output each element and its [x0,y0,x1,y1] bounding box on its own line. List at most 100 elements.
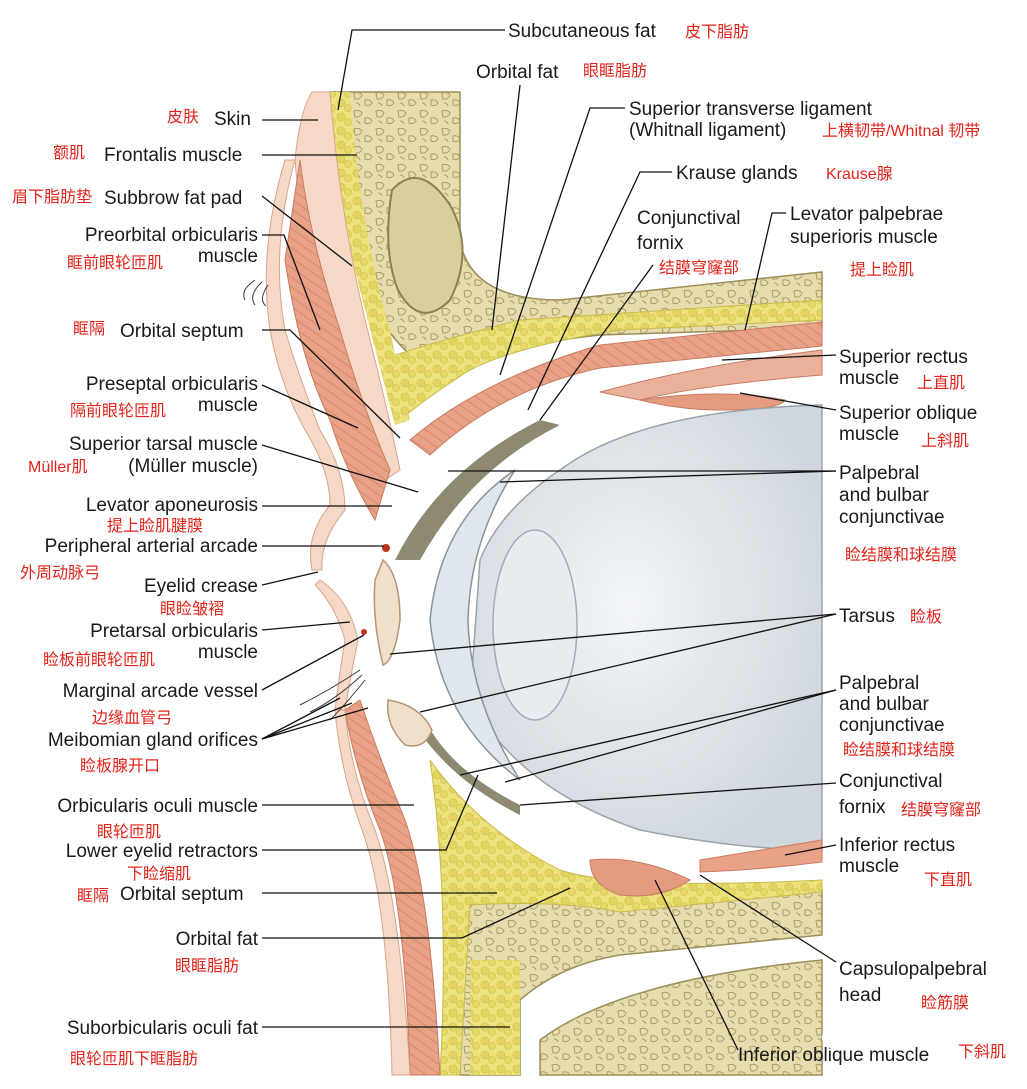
watermark-text: 良目医生小站 [847,1028,955,1048]
label-preseptal-zh: 隔前眼轮匝肌 [70,402,166,420]
label-conj-fornix-top-1: Conjunctival [637,208,741,229]
suborbicularis-fat [470,960,520,1075]
label-conj-fornix-top-zh: 结膜穹窿部 [659,259,739,277]
label-conj-fornix-bottom-1: Conjunctival [839,771,943,792]
label-whitnall-zh: 上横韧带/Whitnal 韧带 [822,122,980,140]
lower-tarsus-shape [386,699,433,747]
label-superior-tarsal-zh: Müller肌 [28,458,88,476]
label-capsulopalpebral-zh: 睑筋膜 [921,994,969,1012]
label-orbital-fat-bottom: Orbital fat [176,929,259,950]
labels-right: Subcutaneous fat 皮下脂肪 Orbital fat 眼眶脂肪 S… [476,21,1006,1066]
label-levator-aponeurosis: Levator aponeurosis [86,495,258,516]
label-inferior-rectus-2: muscle [839,856,899,877]
lens [492,529,578,721]
label-orbital-septum-top-zh: 眶隔 [73,320,105,338]
label-superior-tarsal-1: Superior tarsal muscle [69,434,258,455]
label-capsulopalpebral-1: Capsulopalpebral [839,959,987,980]
watermark: 良目医生小站 [822,1028,955,1048]
label-superior-oblique-2: muscle [839,424,899,445]
label-krause-zh: Krause腺 [826,165,893,183]
label-marginal-arcade: Marginal arcade vessel [63,681,258,702]
label-pretarsal-2: muscle [198,642,258,663]
labels-left: 皮肤 Skin 额肌 Frontalis muscle 眉下脂肪垫 Subbro… [12,108,259,1068]
label-suborbicularis: Suborbicularis oculi fat [67,1018,259,1039]
label-subcutaneous-fat-zh: 皮下脂肪 [685,23,749,41]
label-eyelid-crease-zh: 眼睑皱褶 [160,600,224,618]
label-pretarsal-1: Pretarsal orbicularis [90,621,258,642]
label-superior-rectus-zh: 上直肌 [917,374,965,392]
label-krause: Krause glands [676,163,797,184]
label-capsulopalpebral-2: head [839,985,881,1006]
label-superior-oblique-1: Superior oblique [839,403,977,424]
label-inferior-rectus-zh: 下直肌 [924,871,972,889]
label-frontalis-zh: 额肌 [53,144,85,162]
label-superior-rectus-2: muscle [839,368,899,389]
eyelashes [243,279,366,721]
inferior-oblique-shape [589,858,691,897]
label-inferior-oblique: Inferior oblique muscle [738,1045,929,1066]
label-palpebral-top-3: conjunctivae [839,507,945,528]
label-inferior-rectus-1: Inferior rectus [839,835,955,856]
label-palpebral-bottom-zh: 睑结膜和球结膜 [843,741,955,759]
label-levator-aponeurosis-zh: 提上睑肌腱膜 [107,517,203,535]
label-preseptal-2: muscle [198,395,258,416]
label-lower-retractors: Lower eyelid retractors [66,841,258,862]
upper-conjunctiva [395,420,560,560]
superior-oblique-shape [639,393,786,411]
subcutaneous-fat-strip [330,92,410,425]
label-palpebral-bottom-3: conjunctivae [839,715,945,736]
label-tarsus-zh: 睑板 [910,608,942,626]
peripheral-arcade-vessel [382,544,390,552]
label-palpebral-top-1: Palpebral [839,463,919,484]
label-meibomian: Meibomian gland orifices [48,730,258,751]
orbicularis-lower [344,699,441,1076]
levator-muscle-shape [409,321,823,456]
marginal-arcade-dot [361,629,367,635]
superior-rectus-shape [599,349,823,401]
label-orbital-fat-top-zh: 眼眶脂肪 [583,62,647,80]
label-tarsus: Tarsus [839,606,895,627]
label-eyelid-crease: Eyelid crease [144,576,258,597]
label-lower-retractors-zh: 下睑缩肌 [127,865,191,883]
label-inferior-oblique-zh: 下斜肌 [958,1043,1006,1061]
leader-lines [261,29,837,1051]
watermark-icon [822,1028,842,1048]
lower-lid-skin-outer [314,579,359,711]
lower-conjunctiva [415,720,520,815]
label-subbrow-zh: 眉下脂肪垫 [12,188,92,206]
label-levator-muscle-1: Levator palpebrae [790,204,943,225]
label-orbicularis-oculi-zh: 眼轮匝肌 [97,823,161,841]
label-subcutaneous-fat: Subcutaneous fat [508,21,657,42]
upper-orbital-fat [379,299,823,421]
label-orbital-fat-top: Orbital fat [476,62,559,83]
label-peripheral-arcade-zh: 外周动脉弓 [20,564,100,582]
anatomy-illustration [243,91,823,1076]
label-preorbital-zh: 眶前眼轮匝肌 [67,254,163,272]
label-subbrow: Subbrow fat pad [104,188,242,209]
lower-orbital-fat [429,759,823,1076]
label-superior-oblique-zh: 上斜肌 [921,432,969,450]
label-superior-tarsal-2: (Müller muscle) [128,456,258,477]
label-palpebral-top-2: and bulbar [839,485,929,506]
label-whitnall-1: Superior transverse ligament [629,99,873,120]
inferior-rectus-shape [699,839,823,873]
label-whitnall-2: (Whitnall ligament) [629,120,786,141]
label-conj-fornix-bottom-zh: 结膜穹窿部 [901,801,981,819]
label-levator-muscle-2: superioris muscle [790,227,938,248]
label-marginal-arcade-zh: 边缘血管弓 [92,709,172,727]
label-levator-muscle-zh: 提上睑肌 [850,261,914,279]
skin-layer-lower [334,709,411,1076]
label-preorbital-1: Preorbital orbicularis [85,225,258,246]
label-frontalis: Frontalis muscle [104,145,242,166]
label-skin-zh: 皮肤 [167,108,199,126]
label-superior-rectus-1: Superior rectus [839,347,968,368]
label-meibomian-zh: 睑板腺开口 [80,757,160,775]
label-pretarsal-zh: 睑板前眼轮匝肌 [43,651,155,669]
label-orbital-fat-bottom-zh: 眼眶脂肪 [175,957,239,975]
label-conj-fornix-bottom-2: fornix [839,797,886,818]
label-orbital-septum-bottom: Orbital septum [120,884,244,905]
label-orbital-septum-top: Orbital septum [120,321,244,342]
cornea [429,469,521,781]
label-skin: Skin [214,109,251,130]
label-palpebral-bottom-2: and bulbar [839,694,929,715]
